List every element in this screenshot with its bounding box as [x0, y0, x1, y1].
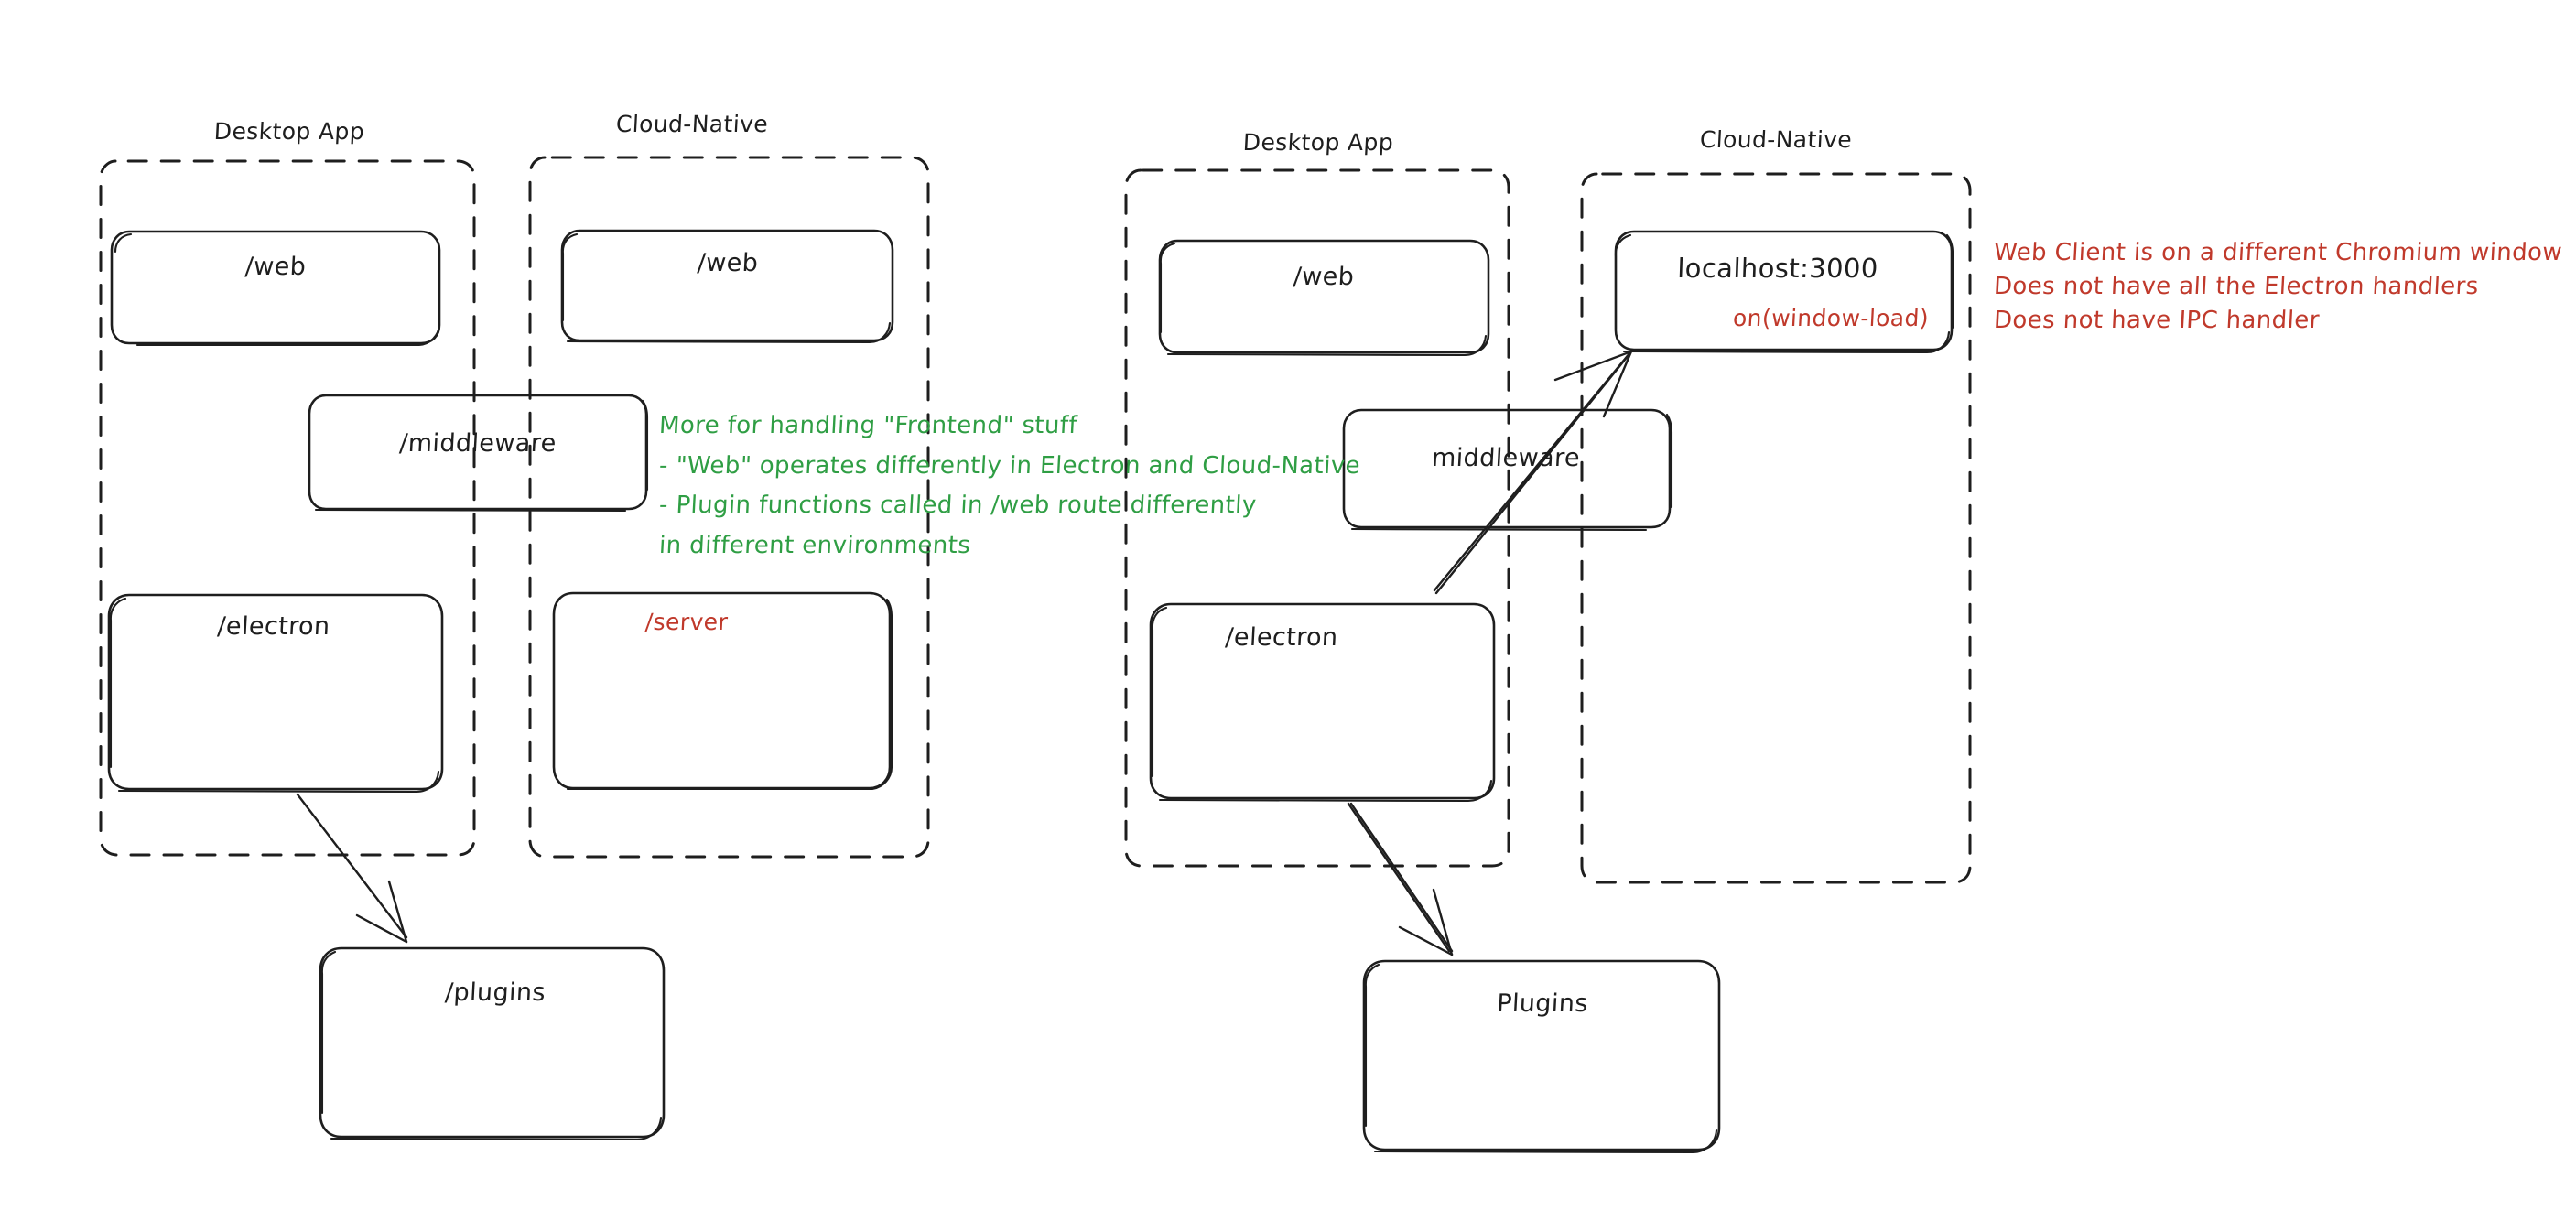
right-middleware-box — [1342, 408, 1673, 532]
green-note-line-4: in different environments — [658, 532, 972, 560]
left-electron-box — [107, 593, 444, 794]
right-localhost-label: localhost:3000 — [1676, 253, 1879, 284]
red-note-line-2: Does not have all the Electron handlers — [1993, 272, 2480, 300]
right-electron-box — [1149, 602, 1496, 803]
right-electron-label: /electron — [1224, 623, 1339, 652]
right-electron-to-plugins-arrow — [1347, 802, 1454, 956]
right-plugins-label: Plugins — [1496, 989, 1589, 1018]
left-desktop-web-box — [110, 230, 441, 347]
right-electron-to-localhost-arrow — [1433, 350, 1633, 595]
right-cloud-native-title: Cloud-Native — [1699, 126, 1853, 153]
left-desktop-app-title: Desktop App — [213, 118, 365, 145]
right-desktop-web-label: /web — [1292, 263, 1356, 291]
left-electron-to-plugins-arrow — [296, 793, 408, 944]
right-cloud-native-container — [1580, 172, 1972, 884]
left-middleware-label: /middleware — [398, 429, 557, 458]
right-plugins-box — [1362, 959, 1721, 1154]
left-server-box — [552, 591, 893, 791]
left-plugins-box — [319, 946, 666, 1141]
left-desktop-app-container — [99, 159, 476, 857]
left-desktop-web-label: /web — [244, 253, 308, 281]
left-plugins-label: /plugins — [444, 978, 547, 1007]
left-server-label: /server — [644, 609, 729, 635]
green-note: More for handling "Frontend" stuff - "We… — [658, 406, 1361, 567]
left-middleware-box — [308, 394, 649, 513]
left-cloud-web-box — [560, 229, 894, 344]
right-desktop-app-title: Desktop App — [1242, 129, 1394, 156]
green-note-line-1: More for handling "Frontend" stuff — [658, 412, 1078, 439]
right-middleware-label: middleware — [1431, 444, 1581, 472]
left-electron-label: /electron — [216, 612, 331, 641]
right-desktop-app-container — [1124, 168, 1510, 868]
right-localhost-sublabel: on(window-load) — [1732, 305, 1930, 331]
red-note-line-3: Does not have IPC handler — [1993, 306, 2321, 334]
left-cloud-native-container — [528, 156, 930, 859]
green-note-line-3: - Plugin functions called in /web route … — [658, 492, 1258, 520]
left-cloud-native-title: Cloud-Native — [615, 111, 769, 137]
green-note-line-2: - "Web" operates differently in Electron… — [658, 451, 1361, 480]
red-note: Web Client is on a different Chromium wi… — [1993, 236, 2563, 338]
red-note-line-1: Web Client is on a different Chromium wi… — [1993, 239, 2563, 266]
right-localhost-box — [1614, 230, 1954, 354]
right-desktop-web-box — [1158, 239, 1490, 357]
left-cloud-web-label: /web — [696, 249, 760, 277]
